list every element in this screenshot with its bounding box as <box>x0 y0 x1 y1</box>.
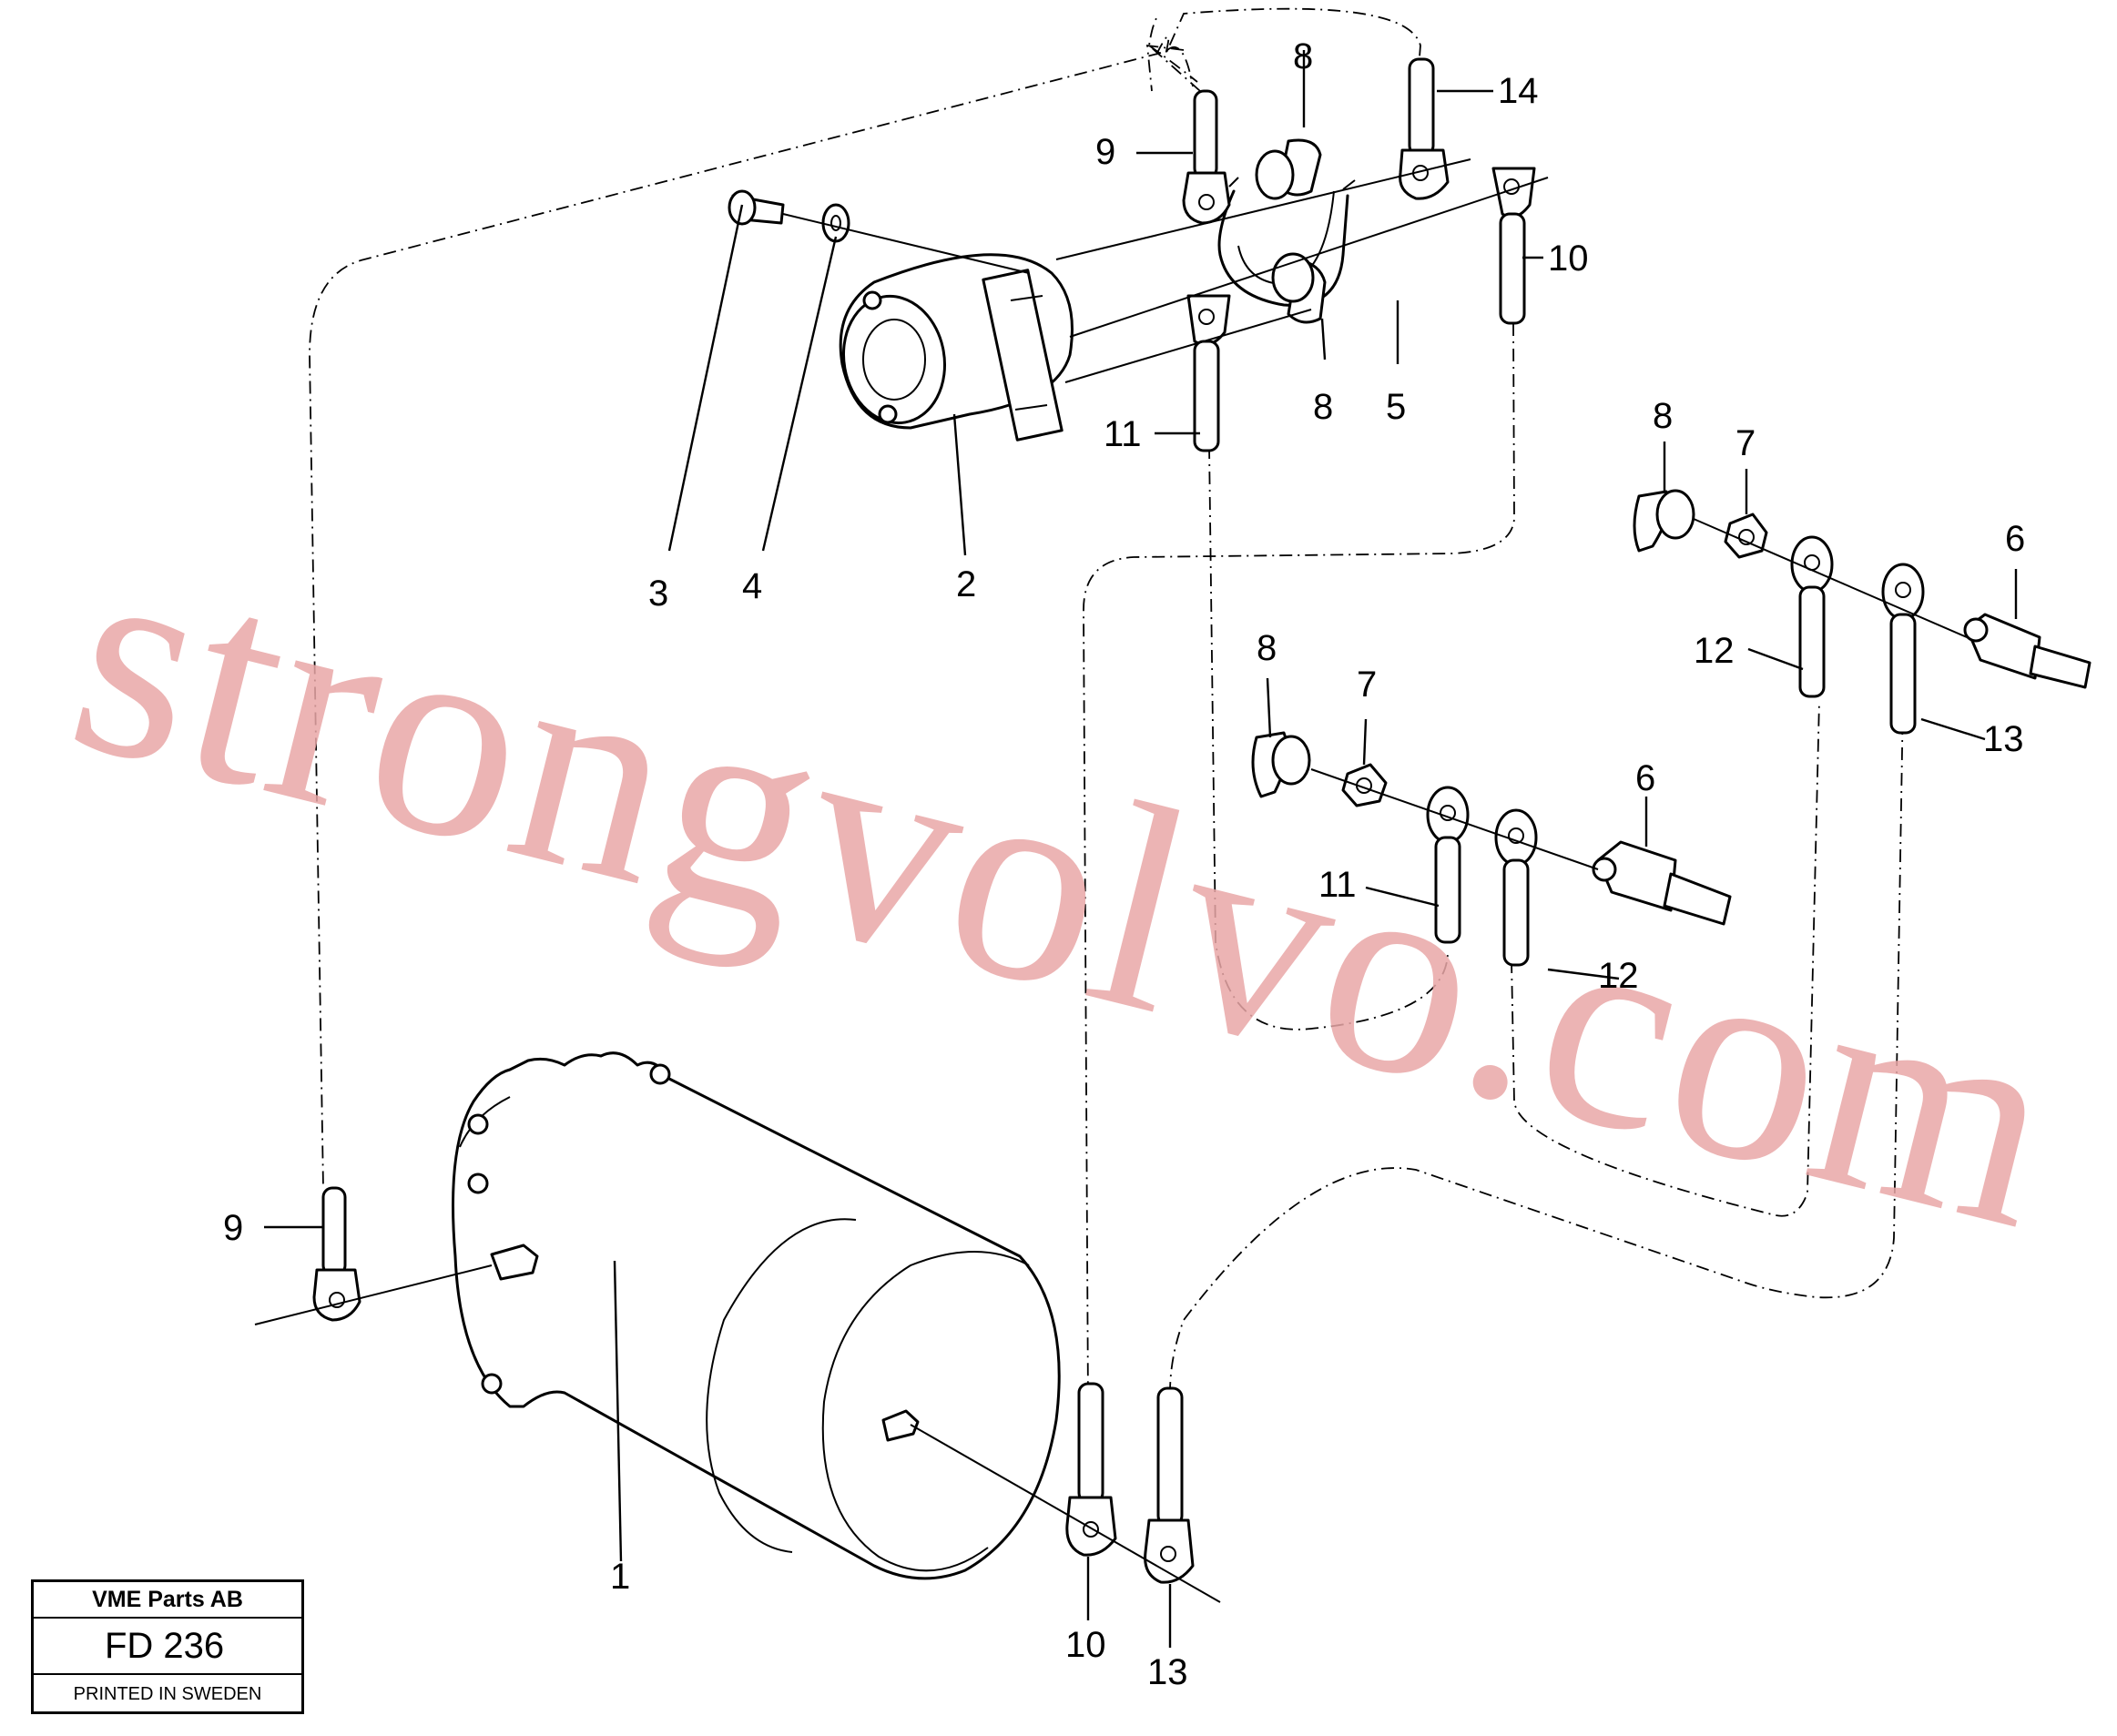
part-10-cable-lug-bottom <box>1065 1382 1117 1557</box>
callout-4: 4 <box>742 566 762 606</box>
callout-labels: 1 2 3 4 5 6 6 7 7 8 8 8 8 9 9 10 10 11 1… <box>223 36 2025 1692</box>
part-2-solenoid <box>839 253 1074 442</box>
harness-routing-lines <box>309 7 1904 1407</box>
part-8-boot-d <box>1251 731 1311 798</box>
part-12-cable-lug-upper <box>1790 535 1834 698</box>
callout-5: 5 <box>1386 387 1406 427</box>
company-name: VME Parts AB <box>34 1582 301 1619</box>
part-1-motor <box>452 1051 1061 1580</box>
title-block: VME Parts AB FD 236 PRINTED IN SWEDEN <box>31 1579 304 1714</box>
part-13-cable-lug-bottom <box>1144 1386 1195 1584</box>
part-8-boot-a <box>1255 138 1322 200</box>
callout-9-top: 9 <box>1095 132 1115 172</box>
callout-11-lower: 11 <box>1318 865 1357 905</box>
part-14-cable-lug <box>1399 57 1450 200</box>
part-12-cable-lug-lower <box>1494 808 1538 967</box>
printed-note: PRINTED IN SWEDEN <box>73 1684 262 1704</box>
drawing-code: FD 236 <box>34 1619 301 1675</box>
callout-8-lower: 8 <box>1257 628 1277 668</box>
callout-12-lower: 12 <box>1598 956 1639 996</box>
assembly-axes <box>254 158 1968 1603</box>
callout-8-middle: 8 <box>1313 387 1333 427</box>
part-3-bolt <box>728 189 785 226</box>
part-9-cable-lug-top <box>1182 89 1231 225</box>
part-11-cable-lug-lower <box>1426 786 1470 944</box>
callout-3: 3 <box>648 574 668 614</box>
callout-7-lower: 7 <box>1357 665 1377 705</box>
callout-13-upper: 13 <box>1983 719 2024 759</box>
part-7-nut-lower <box>1341 763 1388 807</box>
part-8-boot-b <box>1271 252 1327 324</box>
watermark-text: strongvolvo.com <box>46 489 2086 1291</box>
callout-11-top: 11 <box>1104 414 1142 454</box>
callout-14: 14 <box>1498 71 1539 111</box>
part-10-cable-lug-top <box>1491 167 1536 325</box>
callout-1: 1 <box>610 1557 630 1597</box>
leader-lines <box>264 50 2018 1648</box>
callout-7-upper: 7 <box>1735 423 1756 463</box>
part-6-sensor-lower <box>1592 840 1732 926</box>
callout-8-right: 8 <box>1653 396 1673 436</box>
callout-9-bottom: 9 <box>223 1208 243 1248</box>
part-4-washer <box>821 203 850 243</box>
callout-10-bottom: 10 <box>1065 1625 1106 1665</box>
callout-13-bottom: 13 <box>1147 1652 1188 1692</box>
callout-10-top: 10 <box>1548 239 1589 279</box>
part-11-cable-lug-top <box>1186 294 1231 452</box>
part-6-sensor-upper <box>1963 613 2092 689</box>
callout-12-upper: 12 <box>1694 631 1735 671</box>
part-13-cable-lug-upper <box>1881 563 1925 735</box>
part-8-boot-c <box>1633 489 1695 553</box>
callout-6-upper: 6 <box>2005 519 2025 559</box>
callout-6-lower: 6 <box>1635 758 1655 798</box>
callout-8-top: 8 <box>1293 36 1313 76</box>
callout-2: 2 <box>956 564 976 604</box>
